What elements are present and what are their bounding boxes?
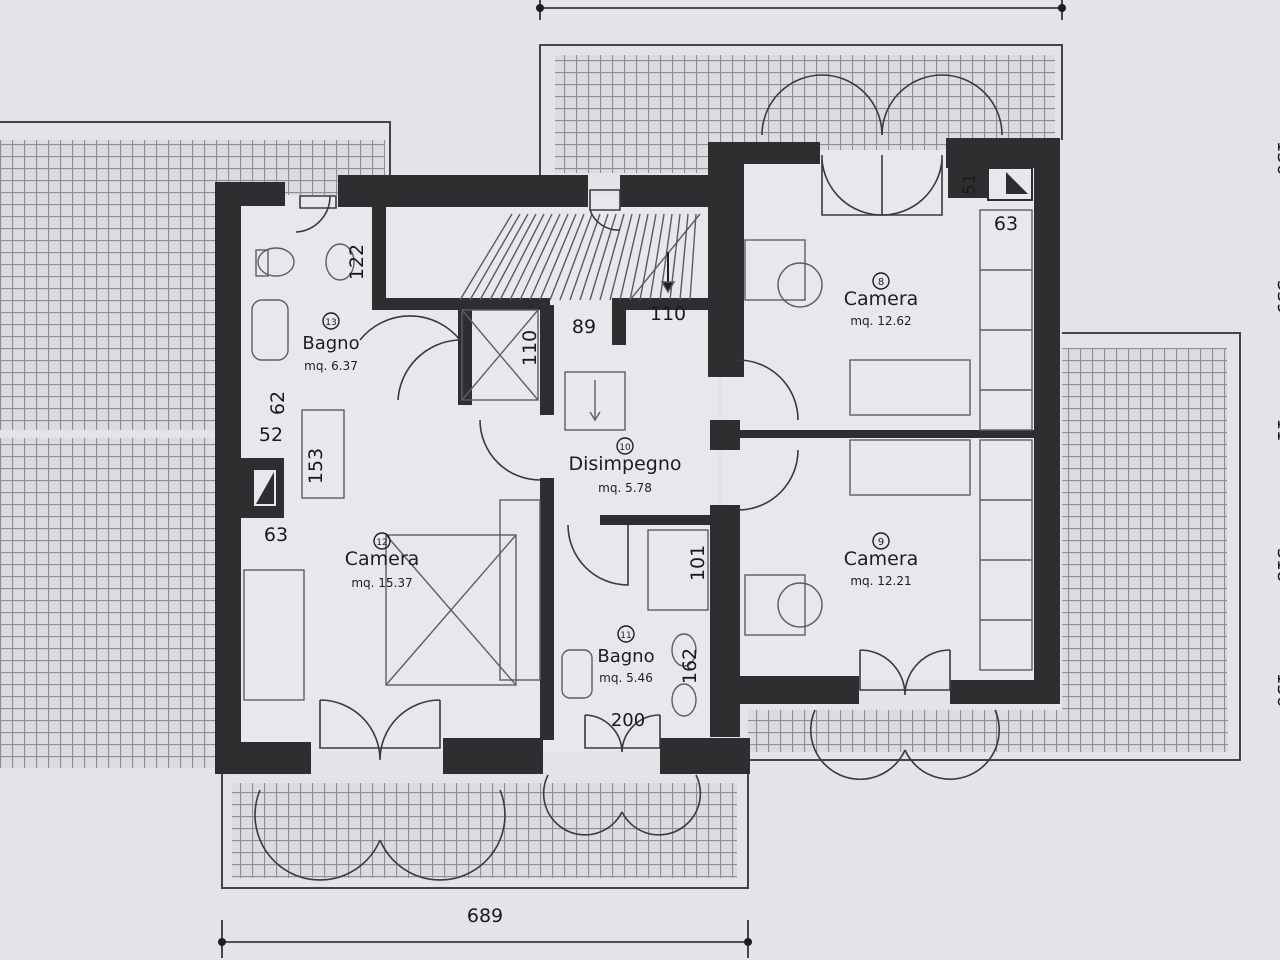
wall-stair-bottom-r [612, 298, 712, 310]
top-dimension-line [536, 0, 1066, 20]
fixtures [243, 209, 1033, 717]
margin-dim-2: 339 [1273, 280, 1280, 314]
wall-top-right [620, 175, 720, 207]
wall-top-left-a [215, 182, 285, 206]
room-10-name: Disimpegno [568, 453, 681, 475]
dim-52: 52 [259, 424, 283, 446]
wall-right-outer [1034, 138, 1060, 703]
margin-dim-5: 136 [1273, 673, 1280, 707]
room-9-name: Camera [844, 548, 919, 570]
dim-51: 51 [960, 173, 980, 195]
wall-stair-bottom [372, 298, 550, 310]
wall-right-bottom-b [950, 680, 1060, 704]
wall-corr-left-lower [540, 478, 554, 740]
room-13-number: 13 [325, 318, 336, 328]
railing-right [748, 332, 1241, 761]
room-10-area: mq. 5.78 [598, 481, 652, 495]
wall-right-top-a [708, 142, 820, 164]
dim-162: 162 [679, 648, 701, 684]
room-10: 10 Disimpegno mq. 5.78 [568, 437, 682, 495]
room-12-number: 12 [376, 538, 387, 548]
dim-110-shaft: 110 [519, 330, 541, 366]
wall-bagno11-top [600, 515, 712, 525]
room-11-number: 11 [620, 631, 631, 641]
room-11: 11 Bagno mq. 5.46 [597, 625, 655, 685]
wall-stub [710, 420, 740, 450]
balcony-bottom [232, 783, 737, 878]
staircase [459, 213, 701, 301]
shafts [254, 167, 1033, 506]
room-13-name: Bagno [302, 333, 359, 354]
room-11-name: Bagno [597, 646, 654, 667]
room-9-number: 9 [878, 537, 884, 548]
wall-right-bottom-a [735, 676, 859, 704]
dim-689: 689 [467, 905, 503, 927]
dim-122: 122 [346, 244, 368, 280]
room-12: 12 Camera mq. 15.37 [345, 532, 420, 590]
dim-153: 153 [305, 448, 327, 484]
wall-shaft [612, 305, 626, 345]
dim-62: 62 [267, 391, 289, 415]
roof-left-lower [0, 438, 222, 768]
dim-63-right: 63 [994, 213, 1018, 235]
roof-right [1062, 348, 1227, 748]
room-8: 8 Camera mq. 12.62 [844, 272, 919, 328]
railing-top [539, 44, 1063, 175]
room-8-name: Camera [844, 288, 919, 310]
wall-bottom-mid [443, 738, 543, 774]
room-9: 9 Camera mq. 12.21 [844, 532, 919, 588]
wall-between-cameras [738, 430, 1038, 438]
room-12-area: mq. 15.37 [351, 576, 412, 590]
right-margin-dimensions: 136 339 11 318 136 [1273, 141, 1280, 707]
dim-110-stair: 110 [650, 303, 686, 325]
dimension-labels: 122 110 110 89 62 52 153 63 51 63 101 16… [259, 173, 1018, 731]
wall-stair-left [372, 200, 386, 300]
room-10-number: 10 [619, 443, 631, 453]
room-12-name: Camera [345, 548, 420, 570]
walls [215, 138, 1060, 774]
room-8-area: mq. 12.62 [850, 314, 911, 328]
terrace-bottom-right [748, 710, 1228, 752]
wall-right-bldg-left-lower [710, 505, 740, 737]
wall-corr-left-upper [540, 305, 554, 415]
wall-bottom-left [215, 742, 311, 774]
wall-bottom-right [660, 738, 750, 774]
dim-63-left: 63 [264, 524, 288, 546]
dim-101: 101 [687, 545, 709, 581]
railing-bottom [221, 770, 749, 889]
room-13: 13 Bagno mq. 6.37 [302, 312, 360, 373]
overall-dimension: 689 [218, 905, 752, 958]
wall-right-bldg-left-upper [708, 142, 744, 377]
room-13-area: mq. 6.37 [304, 359, 358, 373]
doors-windows [254, 74, 1003, 881]
room-11-area: mq. 5.46 [599, 671, 653, 685]
room-8-number: 8 [878, 277, 884, 288]
room-9-area: mq. 12.21 [850, 574, 911, 588]
dim-89: 89 [572, 316, 596, 338]
margin-dim-4: 318 [1273, 548, 1280, 582]
margin-dim-1: 136 [1273, 141, 1280, 175]
dim-200: 200 [611, 710, 645, 731]
railing-left [0, 121, 391, 175]
margin-dim-3: 11 [1273, 419, 1280, 442]
